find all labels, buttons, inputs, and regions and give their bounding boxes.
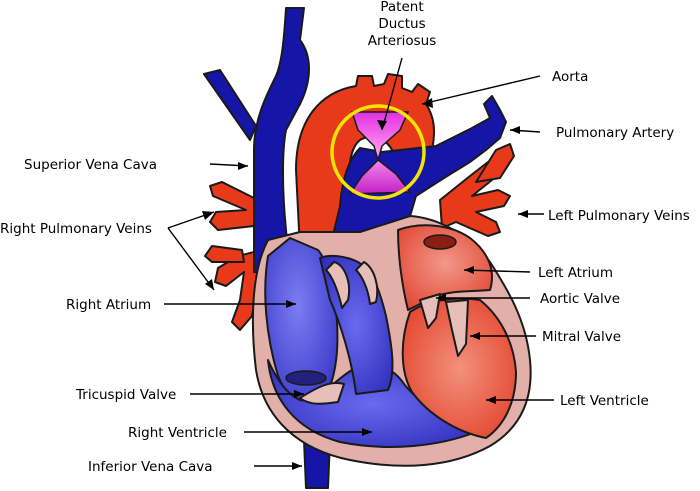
left-atrium-shape [397,224,493,311]
label-inferior-vena-cava: Inferior Vena Cava [88,459,213,475]
ductus-shunt [330,104,426,200]
left-ventricle-shape [401,297,517,439]
valve-flaps [285,261,469,405]
right-pulmonary-veins-shape [204,181,265,331]
label-superior-vena-cava: Superior Vena Cava [24,157,157,173]
label-pda-line2: Ductus [378,16,425,32]
label-right-ventricle: Right Ventricle [128,425,227,441]
label-left-atrium: Left Atrium [538,265,613,281]
highlight-ring [330,104,426,200]
vena-cava-shape [203,7,331,489]
label-pda-line3: Arteriosus [368,33,437,49]
label-aorta: Aorta [552,69,588,85]
label-pulmonary-artery: Pulmonary Artery [556,125,674,141]
label-aortic-valve: Aortic Valve [540,291,620,307]
label-left-ventricle: Left Ventricle [560,393,649,409]
pointer-lines [164,57,554,470]
label-right-atrium: Right Atrium [66,297,151,313]
label-pda-line1: Patent [380,0,423,15]
left-pulmonary-veins-shape [439,143,515,237]
label-left-pulmonary-veins: Left Pulmonary Veins [548,208,690,224]
label-right-pulmonary-veins: Right Pulmonary Veins [0,221,152,237]
label-tricuspid-valve: Tricuspid Valve [75,387,176,403]
label-mitral-valve: Mitral Valve [542,329,621,345]
